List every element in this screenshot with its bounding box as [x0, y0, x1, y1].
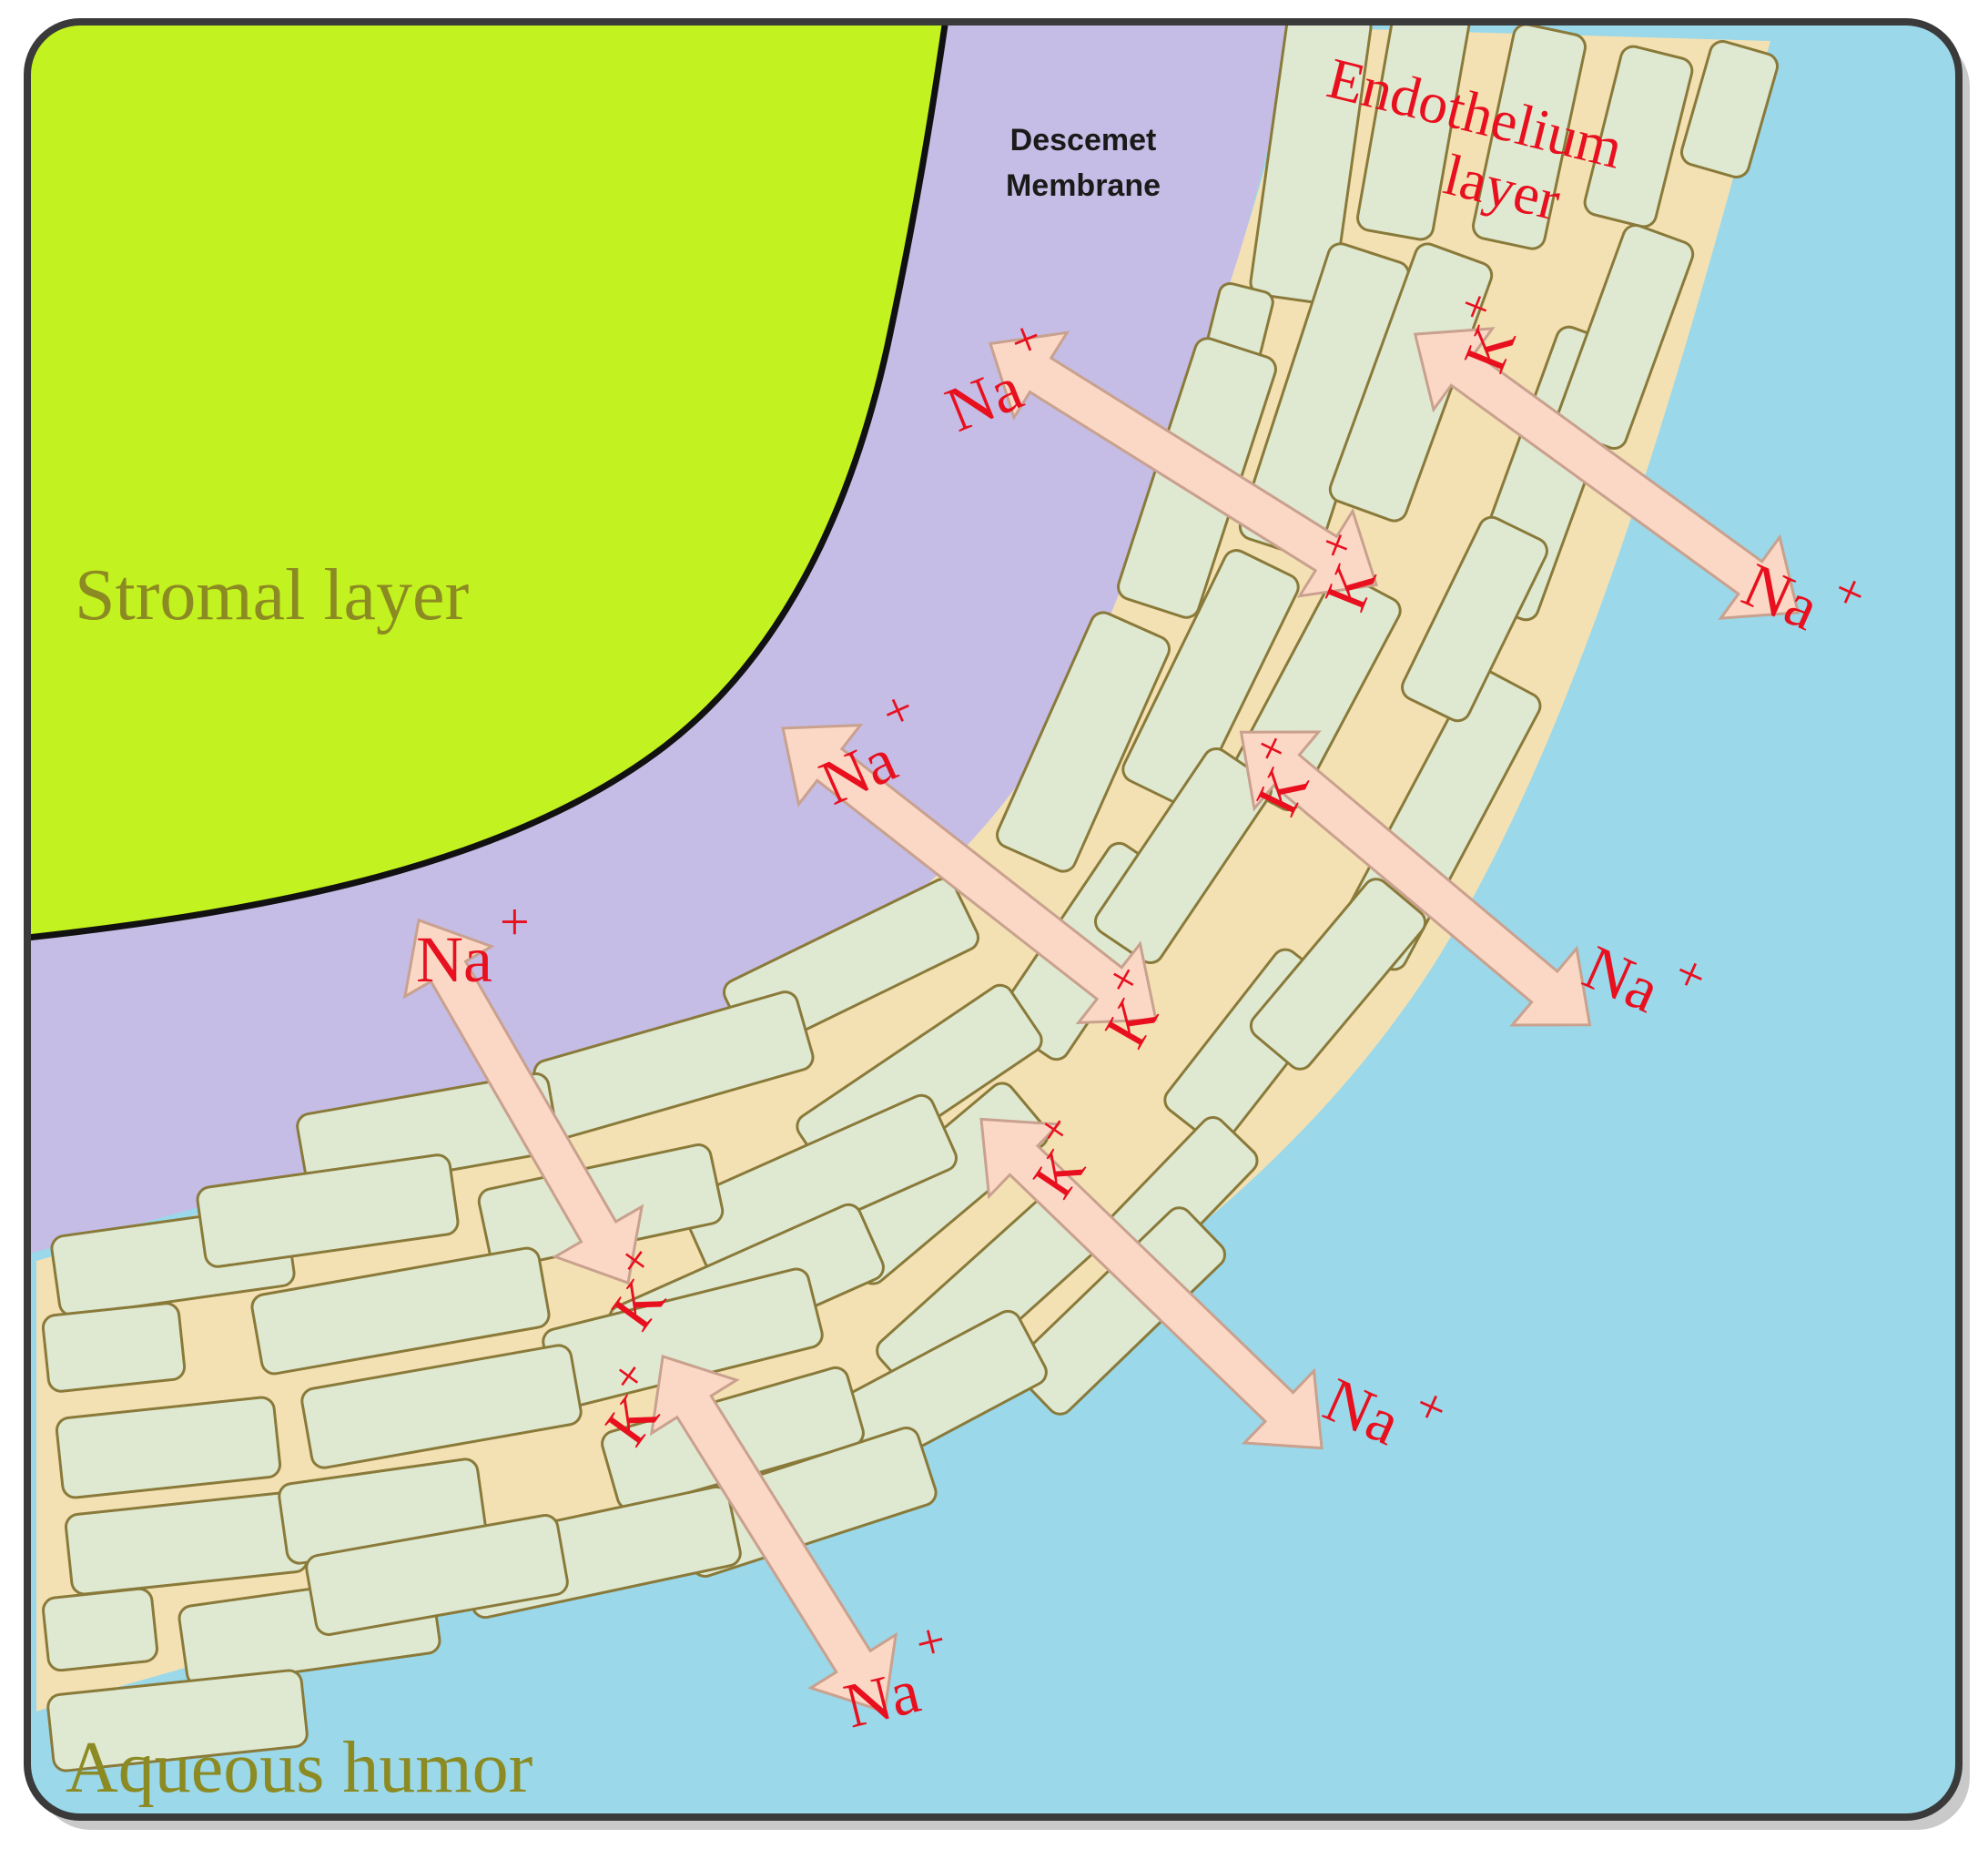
descemet-membrane-label-line2: Membrane — [1006, 168, 1161, 203]
double-arrow-icon — [781, 723, 1158, 1025]
ion-transport-arrows — [402, 327, 1800, 1714]
cell — [1472, 23, 1587, 250]
cell — [1583, 45, 1694, 229]
aqueous-humor-label: Aqueous humor — [66, 1728, 532, 1808]
svg-text:Na: Na — [837, 1656, 927, 1742]
double-arrow-icon — [989, 330, 1378, 598]
cell — [41, 1302, 187, 1393]
na-ion-label: Na + — [416, 892, 530, 996]
double-arrow-icon — [649, 1354, 898, 1714]
cell — [1401, 515, 1548, 723]
cell — [196, 1153, 460, 1268]
double-arrow-icon — [402, 918, 644, 1285]
cell — [46, 1669, 309, 1773]
svg-text:+: + — [500, 892, 530, 951]
stromal-layer-label: Stromal layer — [75, 555, 469, 635]
double-arrow-icon — [1413, 327, 1800, 620]
double-arrow-icon — [979, 1117, 1324, 1450]
stroma-boundary-line — [27, 22, 952, 941]
cell — [300, 1344, 583, 1469]
cell — [250, 1246, 551, 1376]
descemet-membrane-label-line1: Descemet — [1010, 123, 1157, 157]
cell — [1094, 747, 1273, 965]
cell — [1012, 1206, 1227, 1416]
cell — [1356, 22, 1475, 241]
cell — [305, 1514, 569, 1636]
cell — [1121, 549, 1300, 808]
cell — [55, 1396, 282, 1499]
svg-text:Na: Na — [416, 923, 492, 996]
cell — [996, 611, 1171, 873]
cell — [42, 1587, 158, 1672]
cell — [1679, 40, 1780, 178]
double-arrow-icon — [1239, 730, 1592, 1027]
stromal-layer-region — [27, 22, 948, 940]
cell — [1249, 878, 1427, 1071]
frame-border — [24, 18, 1963, 1821]
cell — [1328, 242, 1494, 523]
cell — [1249, 22, 1373, 305]
